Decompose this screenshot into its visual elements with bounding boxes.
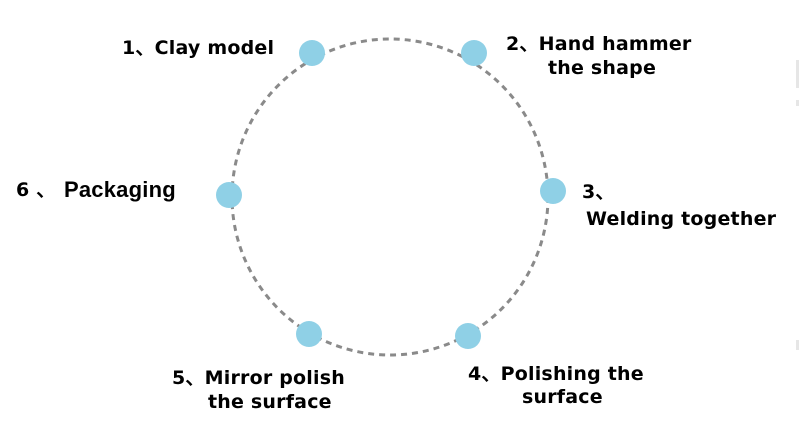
step-1-number: 1、 xyxy=(122,37,155,59)
edge-mark xyxy=(796,340,799,350)
step-3-label: 3、 xyxy=(582,180,615,204)
step-5-text-line-2: the surface xyxy=(208,391,332,413)
edge-mark xyxy=(796,60,799,88)
step-2-label: 2、Hand hammer xyxy=(506,32,692,56)
step-6-label: 6 、 xyxy=(16,178,55,202)
process-ring xyxy=(230,37,550,357)
step-4-label: 4、Polishing the xyxy=(468,362,644,386)
step-1-label: 1、Clay model xyxy=(122,36,274,60)
step-5-node xyxy=(296,321,322,347)
step-5-number: 5、 xyxy=(172,367,205,389)
step-4-number: 4、 xyxy=(468,363,501,385)
step-3-label-line-2: Welding together xyxy=(586,207,776,231)
step-3-node xyxy=(540,178,566,204)
step-2-node xyxy=(461,40,487,66)
step-4-text-line-2: surface xyxy=(522,386,603,408)
step-6-text: Packaging xyxy=(64,177,176,202)
step-4-node xyxy=(455,323,481,349)
step-6-number: 6 、 xyxy=(16,179,56,201)
step-2-text-line-1: Hand hammer xyxy=(538,33,692,55)
step-5-text-line-1: Mirror polish xyxy=(204,367,345,389)
step-5-label: 5、Mirror polish xyxy=(172,366,345,390)
step-4-label-line-2: surface xyxy=(522,385,603,409)
step-2-number: 2、 xyxy=(506,33,539,55)
step-1-node xyxy=(299,40,325,66)
step-4-text-line-1: Polishing the xyxy=(500,363,644,385)
step-6-node xyxy=(216,182,242,208)
step-3-text: Welding together xyxy=(586,208,777,230)
step-3-number: 3、 xyxy=(582,181,615,203)
step-5-label-line-2: the surface xyxy=(208,390,332,414)
step-1-text: Clay model xyxy=(154,37,275,59)
step-6-label-text: Packaging xyxy=(64,178,176,202)
step-2-label-line-2: the shape xyxy=(548,56,656,80)
step-2-text-line-2: the shape xyxy=(548,57,657,79)
edge-mark xyxy=(796,100,799,106)
